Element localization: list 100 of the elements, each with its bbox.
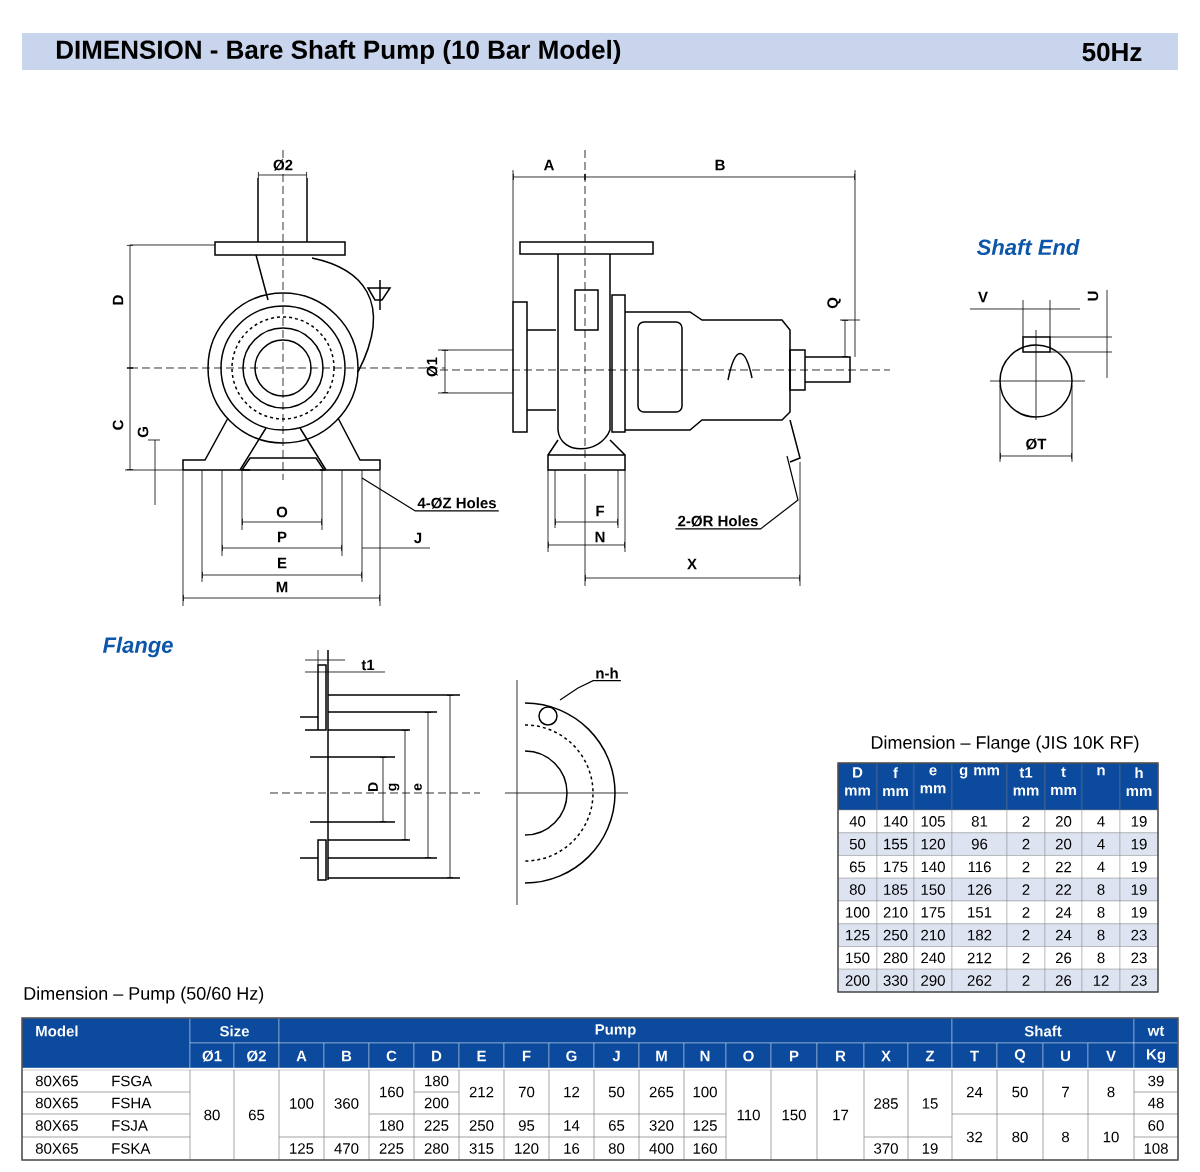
dimension-letter: t1: [361, 659, 375, 671]
table-cell: 105: [913, 809, 953, 833]
header-cell: C: [368, 1042, 415, 1069]
table-title: Dimension – Flange (JIS 10K RF): [871, 735, 1139, 753]
table-cell: 19: [907, 1136, 953, 1161]
header-cell: A: [278, 1042, 325, 1069]
dimension-letter: A: [543, 159, 554, 171]
table-cell: 4: [1081, 832, 1121, 856]
leader-line: [361, 477, 500, 512]
table-cell: 17: [816, 1069, 865, 1161]
table-cell: 81: [951, 809, 1008, 833]
table-cell: 400: [638, 1136, 685, 1161]
dimension-letter: G: [137, 427, 149, 438]
table-cell: 100: [683, 1069, 727, 1115]
table-cell: 10: [1087, 1113, 1135, 1161]
table-cell: 360: [323, 1069, 370, 1138]
table-cell: 210: [876, 900, 915, 924]
table-cell: 100: [278, 1069, 325, 1138]
table-cell: 19: [1119, 900, 1159, 924]
leader-line: [559, 680, 622, 701]
table-cell: 140: [913, 855, 953, 879]
dimension-letter: Ø1: [426, 357, 438, 377]
table-cell: 8: [1081, 946, 1121, 970]
header-cell: E: [458, 1042, 505, 1069]
table-cell: 150: [770, 1069, 818, 1161]
header-cell: X: [863, 1042, 909, 1069]
header-cell: Kg: [1133, 1042, 1179, 1069]
table-cell: 4: [1081, 809, 1121, 833]
table-cell: 175: [876, 855, 915, 879]
dimension-letter: V: [978, 291, 988, 303]
table-cell: 95: [503, 1113, 550, 1138]
table-cell: 116: [951, 855, 1008, 879]
callout-text: n-h: [596, 667, 618, 679]
table-cell: 19: [1119, 855, 1159, 879]
dimension-letter: e: [414, 783, 422, 791]
dimension-letter: J: [414, 532, 422, 544]
dimension-letter: O: [276, 506, 288, 518]
table-cell: FSJA: [112, 1120, 148, 1131]
dimension-letter: M: [276, 581, 288, 593]
table-cell: 285: [863, 1069, 909, 1138]
table-cell: 110: [725, 1069, 772, 1161]
table-cell: 120: [913, 832, 953, 856]
table-cell: 320: [638, 1113, 685, 1138]
table-cell: 182: [951, 923, 1008, 947]
header-cell: P: [770, 1042, 818, 1069]
table-cell: 24: [1044, 900, 1083, 924]
table-cell: 24: [951, 1069, 998, 1115]
dimension-letter: Ø2: [273, 159, 293, 171]
table-cell: FSHA: [112, 1097, 152, 1109]
table-cell: 160: [683, 1136, 727, 1161]
header-cell: n: [1081, 762, 1121, 811]
dimension-letter: N: [595, 531, 605, 543]
table-cell: 50: [996, 1069, 1044, 1115]
table-cell: 100: [837, 900, 878, 924]
table-cell: 65: [233, 1069, 280, 1161]
table-cell: 80: [593, 1136, 640, 1161]
table-cell: 20: [1044, 809, 1083, 833]
header-cell: Ø2: [233, 1042, 280, 1069]
table-cell: 470: [323, 1136, 370, 1161]
table-cell: 2: [1006, 809, 1046, 833]
table-cell: 20: [1044, 832, 1083, 856]
header-cell: U: [1042, 1042, 1089, 1069]
table-cell: 2: [1006, 946, 1046, 970]
table-cell: 15: [907, 1069, 953, 1138]
table-cell: FSKA: [112, 1143, 151, 1154]
callout-text: 4-ØZ Holes: [417, 497, 496, 509]
table-cell: 210: [913, 923, 953, 947]
table-cell: 19: [1119, 809, 1159, 833]
table-cell: 125: [278, 1136, 325, 1161]
table-cell: 40: [837, 809, 878, 833]
table-cell: 140: [876, 809, 915, 833]
dimension-letter: E: [278, 557, 287, 569]
header-cell: Z: [907, 1042, 953, 1069]
table-cell: 8: [1087, 1069, 1135, 1115]
table-cell: 8: [1042, 1113, 1089, 1161]
dimension-letter: D: [368, 782, 378, 792]
table-cell: 108: [1133, 1136, 1179, 1161]
table-cell: 120: [503, 1136, 550, 1161]
table-cell: 32: [951, 1113, 998, 1161]
table-cell: 23: [1119, 969, 1159, 993]
table-title: Dimension – Pump (50/60 Hz): [24, 986, 264, 1004]
table-cell: 155: [876, 832, 915, 856]
header-cell: M: [638, 1042, 685, 1069]
section-heading: Shaft End: [976, 238, 1080, 256]
table-cell: 2: [1006, 878, 1046, 902]
dimension-letter: F: [596, 505, 605, 517]
table-cell: 16: [548, 1136, 595, 1161]
dimension-letter: Q: [827, 297, 841, 309]
table-cell: 2: [1006, 923, 1046, 947]
header-cell: F: [503, 1042, 550, 1069]
table-cell: 200: [413, 1091, 460, 1115]
table-cell: 23: [1119, 923, 1159, 947]
table-cell: 19: [1119, 832, 1159, 856]
table-cell: 212: [458, 1069, 505, 1115]
table-cell: 39: [1133, 1069, 1179, 1093]
header-cell: V: [1087, 1042, 1135, 1069]
header-cell: t1 mm: [1006, 762, 1046, 811]
table-cell: 80: [996, 1113, 1044, 1161]
header-cell: O: [725, 1042, 772, 1069]
table-cell: 125: [683, 1113, 727, 1138]
